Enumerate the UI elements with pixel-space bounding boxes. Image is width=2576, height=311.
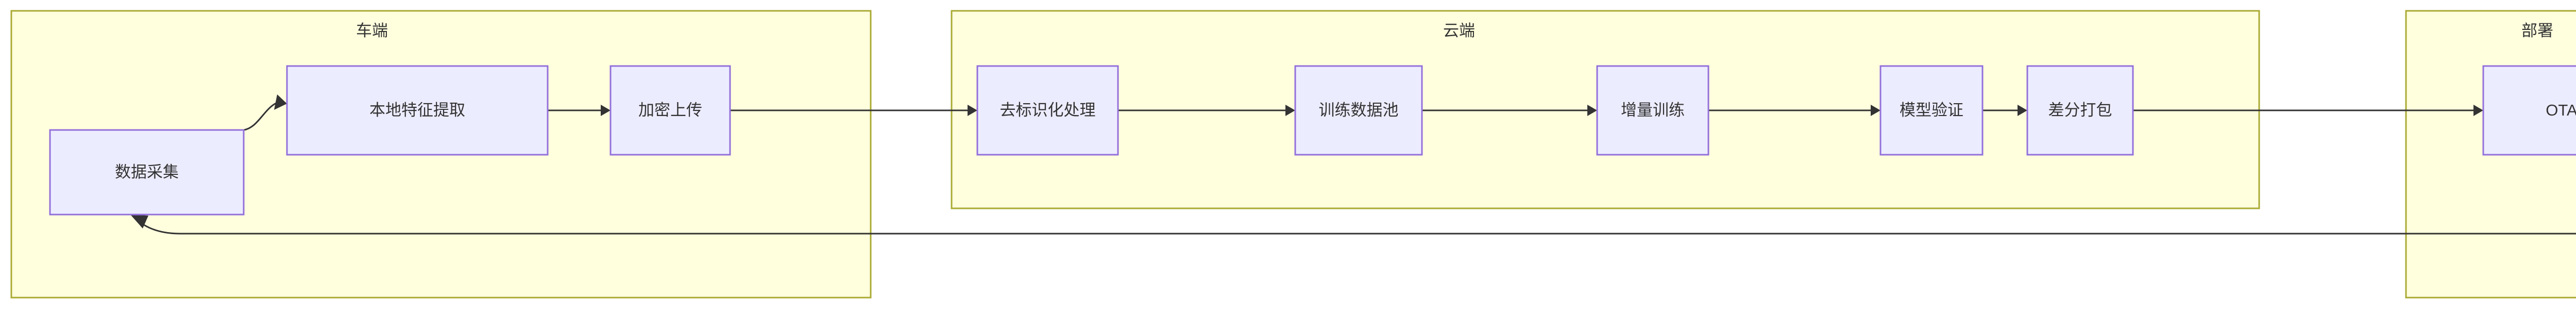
node-train-rect xyxy=(1596,65,1709,156)
node-validate-label: 模型验证 xyxy=(1900,101,1963,119)
edge-feature-to-upload[interactable] xyxy=(548,105,611,116)
node-validate[interactable]: 模型验证 xyxy=(1879,65,1984,156)
node-layer: 数据采集 本地特征提取 加密上传 去标识化处理 训练数据池 增量训练 xyxy=(49,65,2576,216)
node-feature-rect xyxy=(286,65,549,156)
edge-arrowhead xyxy=(1587,105,1597,116)
node-feature[interactable]: 本地特征提取 xyxy=(286,65,549,156)
edge-line xyxy=(243,102,277,131)
node-collect-label: 数据采集 xyxy=(115,163,179,181)
edge-collect-to-feature[interactable] xyxy=(243,94,287,131)
node-upload-label: 加密上传 xyxy=(638,101,702,119)
edge-pool-to-train[interactable] xyxy=(1422,105,1597,116)
edge-arrowhead xyxy=(130,215,148,228)
edge-train-to-validate[interactable] xyxy=(1708,105,1880,116)
node-package-rect xyxy=(2026,65,2134,156)
edge-arrowhead xyxy=(274,94,287,110)
edge-upload-to-deid[interactable] xyxy=(730,105,977,116)
cluster-cloud-title: 云端 xyxy=(1443,22,1475,40)
edge-arrowhead xyxy=(2018,105,2027,116)
node-collect[interactable]: 数据采集 xyxy=(49,129,245,216)
edge-vupdate-to-collect-feedback[interactable] xyxy=(130,215,2576,235)
edge-arrowhead xyxy=(968,105,977,116)
node-deid[interactable]: 去标识化处理 xyxy=(976,65,1119,156)
node-collect-rect xyxy=(49,129,245,216)
node-pool[interactable]: 训练数据池 xyxy=(1294,65,1423,156)
cluster-vehicle-title: 车端 xyxy=(356,22,388,40)
edge-package-to-ota[interactable] xyxy=(2133,105,2483,116)
node-deid-label: 去标识化处理 xyxy=(1000,101,1096,119)
node-package[interactable]: 差分打包 xyxy=(2026,65,2134,156)
node-pool-label: 训练数据池 xyxy=(1319,101,1399,119)
node-validate-rect xyxy=(1879,65,1984,156)
node-feature-label: 本地特征提取 xyxy=(369,101,465,119)
node-ota[interactable]: OTA分发 xyxy=(2482,65,2576,156)
node-package-label: 差分打包 xyxy=(2048,101,2112,119)
node-deid-rect xyxy=(976,65,1119,156)
edge-arrowhead xyxy=(1285,105,1295,116)
node-upload[interactable]: 加密上传 xyxy=(609,65,731,156)
edge-deid-to-pool[interactable] xyxy=(1118,105,1295,116)
edge-validate-to-package[interactable] xyxy=(1982,105,2027,116)
edge-layer xyxy=(130,94,2576,235)
node-pool-rect xyxy=(1294,65,1423,156)
edge-arrowhead xyxy=(1871,105,1880,116)
node-upload-rect xyxy=(609,65,731,156)
node-train[interactable]: 增量训练 xyxy=(1596,65,1709,156)
edge-arrowhead xyxy=(2473,105,2483,116)
node-ota-label: OTA分发 xyxy=(2546,101,2576,119)
cluster-deploy-title: 部署 xyxy=(2521,22,2553,40)
node-ota-rect xyxy=(2482,65,2576,156)
edge-line xyxy=(138,220,2576,235)
edge-arrowhead xyxy=(601,105,611,116)
node-train-label: 增量训练 xyxy=(1621,101,1685,119)
